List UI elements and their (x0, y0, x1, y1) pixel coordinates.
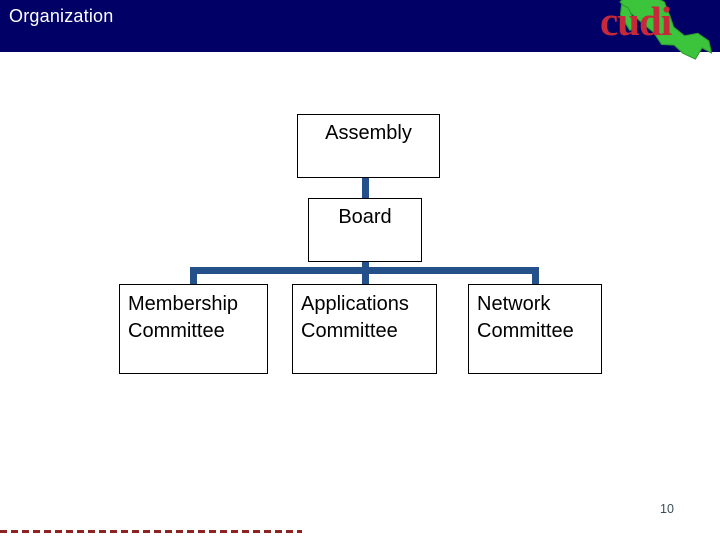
org-node-membership-committee: Membership Committee (119, 284, 268, 374)
org-node-assembly: Assembly (297, 114, 440, 178)
connector-drop-network (532, 267, 539, 285)
cudi-logo: cudi (590, 0, 720, 60)
cudi-logo-text: cudi (600, 0, 672, 44)
page-title: Organization (9, 6, 114, 26)
org-node-board: Board (308, 198, 422, 262)
header-bar: Organization (0, 0, 720, 52)
bottom-dashed-line (0, 530, 302, 533)
org-node-applications-committee: Applications Committee (292, 284, 437, 374)
page-number: 10 (660, 502, 674, 516)
mexico-map-icon (619, 0, 713, 60)
connector-assembly-board (362, 177, 369, 199)
connector-board-stub (362, 261, 369, 268)
connector-drop-membership (190, 267, 197, 285)
org-node-network-committee: Network Committee (468, 284, 602, 374)
connector-drop-applications (362, 267, 369, 285)
